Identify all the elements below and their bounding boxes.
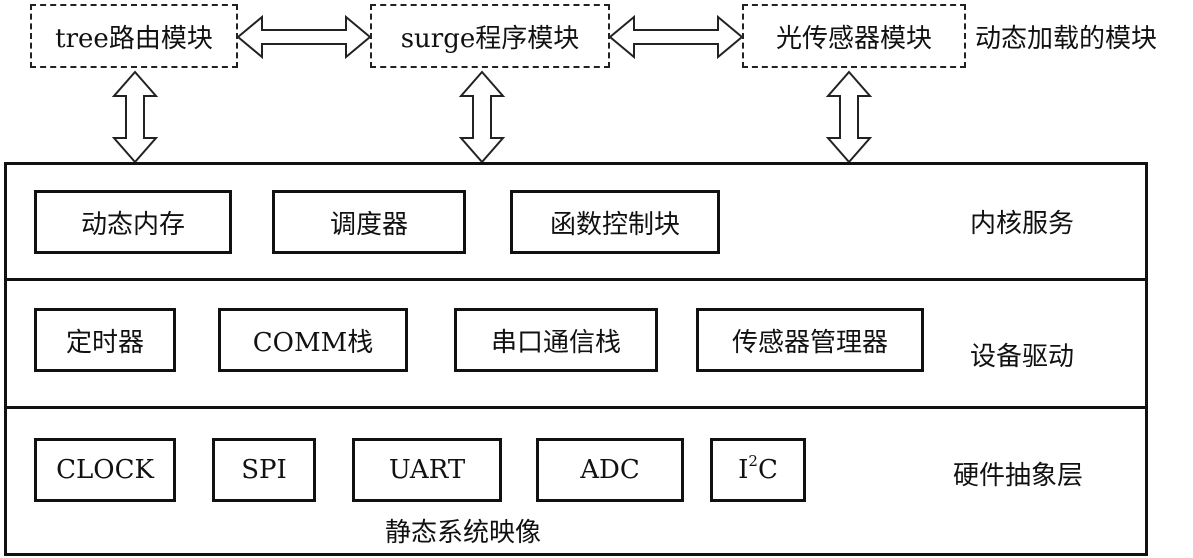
hal-item-uart: UART (352, 438, 502, 502)
module-light-sensor: 光传感器模块 (742, 4, 966, 68)
arrow-tree-surge (236, 14, 372, 60)
static-image-label: 静态系统映像 (385, 518, 542, 548)
static-system-image (4, 162, 1148, 556)
kernel-item-function-control-block: 函数控制块 (510, 190, 720, 254)
module-light-sensor-label: 光传感器模块 (775, 23, 932, 54)
divider-drivers-hal (4, 406, 1148, 409)
arrow-surge-kernel (458, 70, 506, 164)
hal-item-adc: ADC (536, 438, 684, 502)
device-drivers-label: 设备驱动 (970, 342, 1075, 372)
module-surge: surge程序模块 (370, 4, 610, 68)
i2c-text: I2C (738, 452, 778, 486)
module-surge-label: surge程序模块 (400, 23, 580, 54)
arrow-light-kernel (825, 70, 873, 164)
kernel-services-label: 内核服务 (970, 209, 1075, 239)
hal-item-spi: SPI (212, 438, 316, 502)
module-tree-label: tree路由模块 (55, 23, 213, 54)
arrow-tree-kernel (111, 70, 159, 164)
kernel-item-dynamic-memory: 动态内存 (34, 190, 232, 254)
driver-item-comm-stack: COMM栈 (218, 308, 408, 372)
hal-label: 硬件抽象层 (953, 461, 1084, 491)
driver-item-serial-stack: 串口通信栈 (454, 308, 658, 372)
hal-item-i2c: I2C (710, 438, 806, 502)
arrow-surge-light (608, 14, 744, 60)
divider-kernel-drivers (4, 278, 1148, 281)
driver-item-timer: 定时器 (34, 308, 176, 372)
driver-item-sensor-manager: 传感器管理器 (696, 308, 924, 372)
dynamic-modules-label: 动态加载的模块 (975, 24, 1158, 54)
module-tree: tree路由模块 (30, 4, 238, 68)
kernel-item-scheduler: 调度器 (272, 190, 466, 254)
hal-item-clock: CLOCK (34, 438, 176, 502)
